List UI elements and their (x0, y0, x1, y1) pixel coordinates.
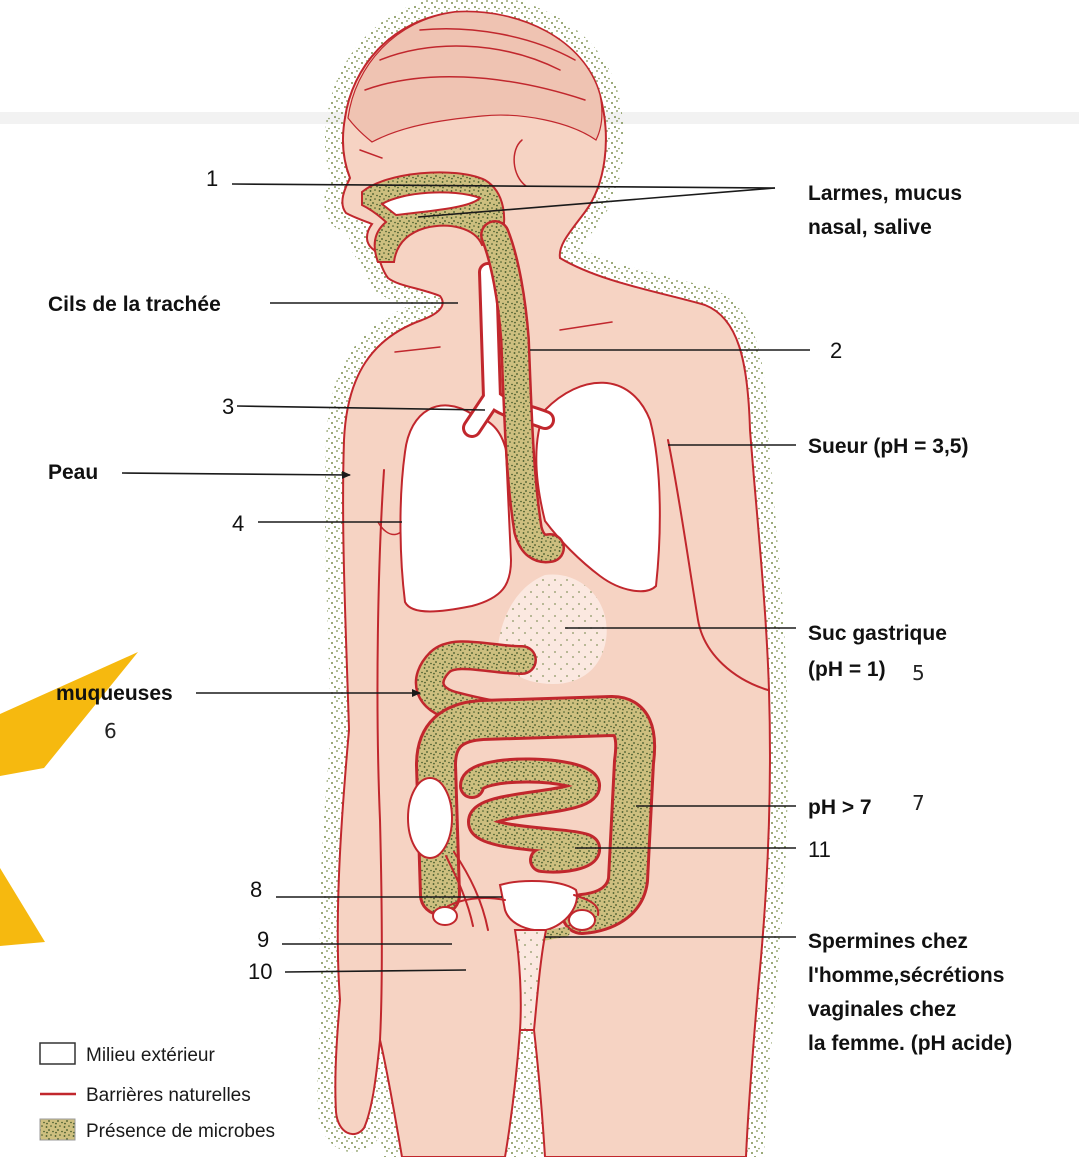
label-spermines-line-2: l'homme,sécrétions (808, 964, 1004, 987)
label-6: 6 (104, 719, 117, 743)
label-1: 1 (206, 166, 218, 191)
label-ph: pH > 7 (808, 796, 872, 819)
legend-label-barrier: Barrières naturelles (86, 1085, 251, 1106)
label-3: 3 (222, 394, 234, 419)
label-spermines-line-4: la femme. (pH acide) (808, 1032, 1012, 1055)
label-2: 2 (830, 338, 842, 363)
label-spermines-line-3: vaginales chez (808, 998, 956, 1021)
legend-label-microbes: Présence de microbes (86, 1121, 275, 1142)
label-peau: Peau (48, 461, 98, 484)
kidney (408, 778, 452, 858)
yellow-highlight-bottom (0, 868, 45, 946)
legend: Milieu extérieur Barrières naturelles Pr… (40, 1043, 275, 1142)
label-suc-line-2: (pH = 1) (808, 658, 886, 681)
label-5: 5 (912, 661, 925, 685)
label-11: 11 (808, 837, 831, 862)
left-ovary (433, 907, 457, 925)
left-lung (400, 405, 511, 611)
label-10: 10 (248, 959, 272, 984)
label-4: 4 (232, 511, 244, 536)
leader-peau (122, 473, 350, 475)
label-cils: Cils de la trachée (48, 293, 221, 316)
label-8: 8 (250, 877, 262, 902)
label-7: 7 (912, 791, 925, 815)
legend-label-outside: Milieu extérieur (86, 1045, 215, 1066)
label-sueur: Sueur (pH = 3,5) (808, 435, 968, 458)
label-9: 9 (257, 927, 269, 952)
label-larmes-line-1: Larmes, mucus (808, 182, 962, 205)
label-larmes-line-2: nasal, salive (808, 216, 932, 239)
legend-swatch-outside (40, 1043, 75, 1064)
right-ovary (569, 910, 595, 930)
legend-swatch-microbes (40, 1119, 75, 1140)
yellow-highlight-top (0, 652, 138, 776)
label-spermines-line-1: Spermines chez (808, 930, 968, 953)
label-muqueuses: muqueuses (56, 682, 173, 705)
label-suc-line-1: Suc gastrique (808, 622, 947, 645)
